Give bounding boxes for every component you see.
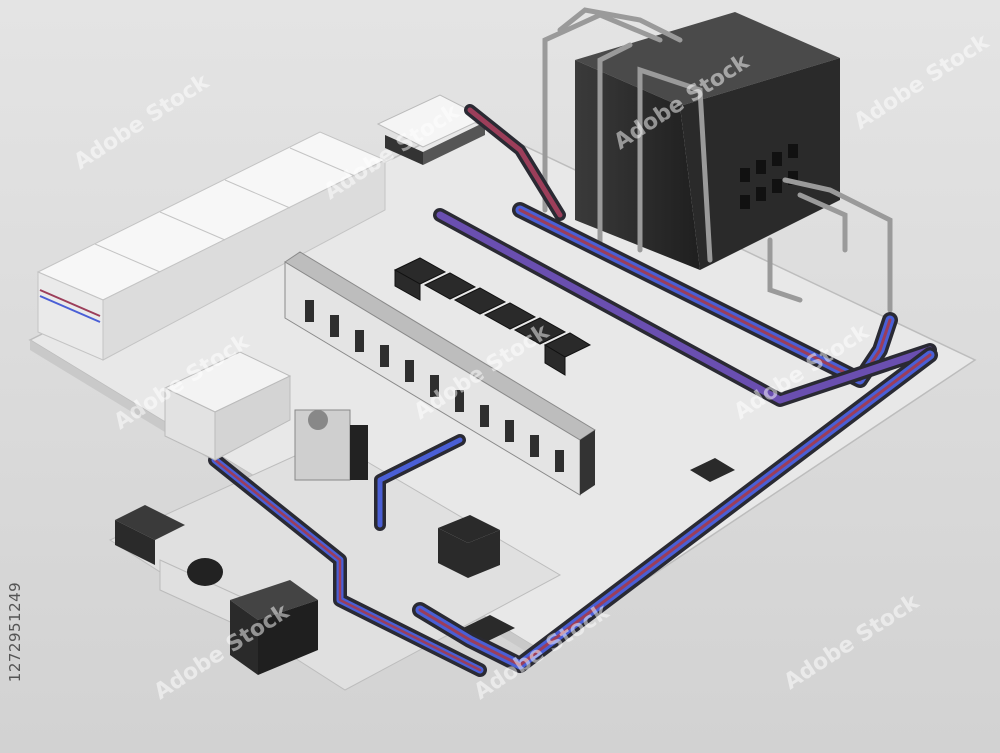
server-cabinet-row [36,131,387,361]
stock-id-label: 1272951249 [2,512,28,752]
cable-bundle [208,104,938,677]
switchgear-rack [284,251,596,496]
pump-unit [294,409,368,481]
pipe-network [542,7,893,313]
stock-id-text: 1272951249 [6,581,24,683]
control-cabinet [163,351,292,461]
power-module-bank [393,257,592,376]
generator-unit [115,505,318,675]
glass-module [376,94,487,165]
connector-unit [438,458,735,641]
